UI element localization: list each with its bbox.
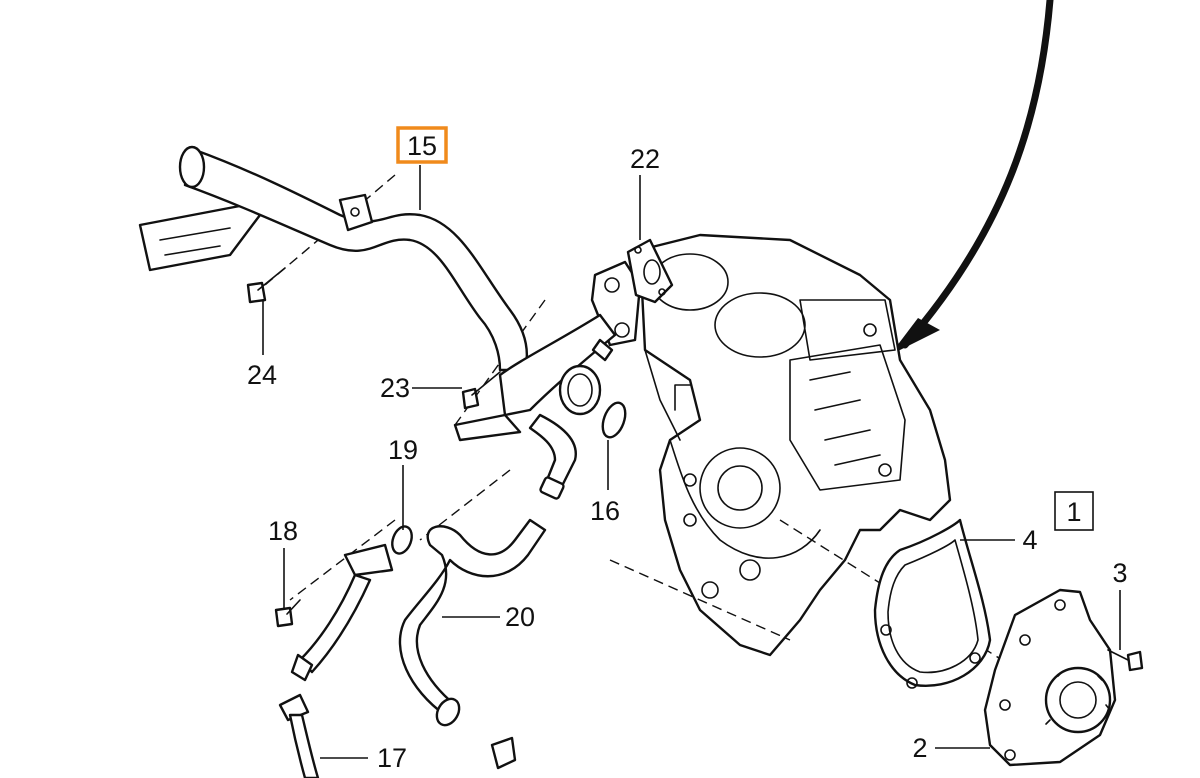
callout-24[interactable]: 24 (247, 360, 277, 390)
bolt-18 (274, 599, 301, 628)
box-1 (1054, 491, 1094, 531)
callout-4[interactable]: 4 (1022, 525, 1037, 555)
callout-17[interactable]: 17 (377, 743, 407, 773)
callout-15[interactable]: 15 (407, 131, 437, 161)
o-ring-19 (391, 525, 413, 555)
callout-20[interactable]: 20 (505, 602, 535, 632)
callout-23[interactable]: 23 (380, 373, 410, 403)
callout-19[interactable]: 19 (388, 435, 418, 465)
callout-2[interactable]: 2 (912, 733, 927, 763)
gasket-4 (873, 518, 992, 689)
pointer-arrow (890, 0, 1054, 355)
callout-18[interactable]: 18 (268, 516, 298, 546)
thermostat-housing (453, 260, 642, 500)
water-pump-2 (983, 588, 1117, 767)
callouts: 15 22 24 23 19 16 18 20 17 1 4 3 2 (247, 126, 1128, 773)
engine-block (638, 233, 952, 657)
callout-16[interactable]: 16 (590, 496, 620, 526)
callout-1[interactable]: 1 (1066, 497, 1081, 527)
coolant-pipe-upper (138, 145, 529, 372)
bolt-23 (461, 371, 501, 410)
coolant-hose-20 (398, 518, 547, 770)
gasket-22 (626, 238, 674, 304)
o-ring-16 (601, 401, 627, 439)
callout-3[interactable]: 3 (1112, 558, 1127, 588)
leader-lines (262, 165, 1121, 759)
bolt-24 (246, 267, 286, 304)
bolt-3 (1107, 649, 1144, 672)
callout-22[interactable]: 22 (630, 144, 660, 174)
highlight-box-15 (396, 126, 448, 164)
coolant-pipe-17 (278, 543, 394, 778)
